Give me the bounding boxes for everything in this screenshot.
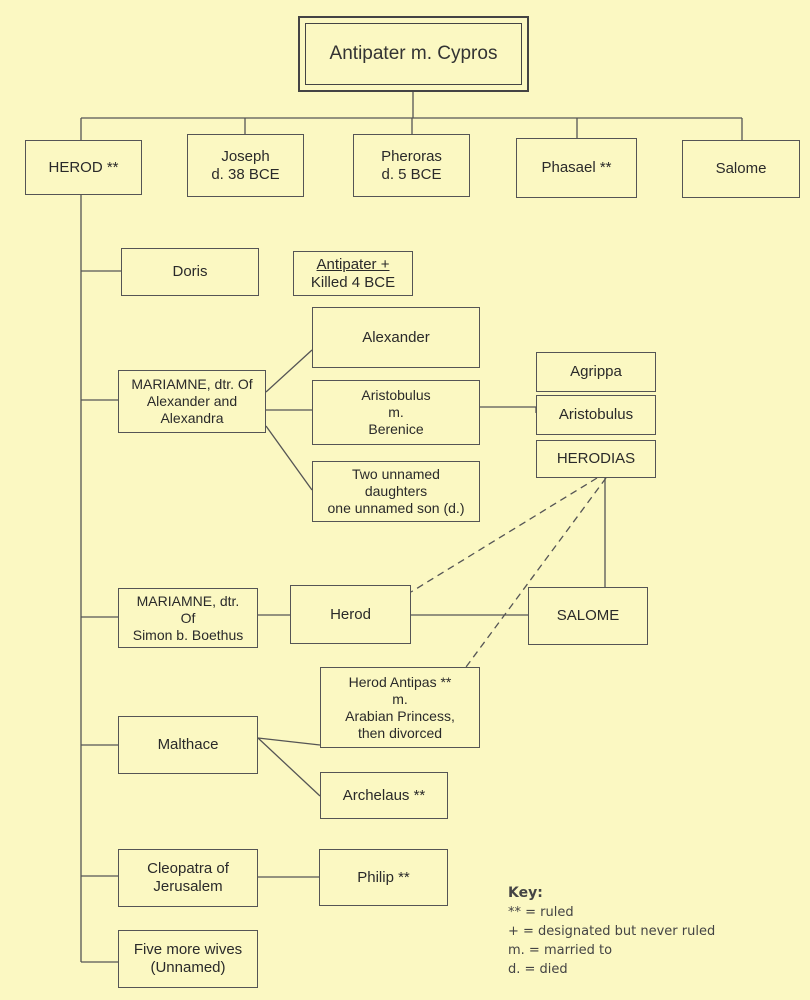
node-philip-label: Philip ** — [357, 868, 410, 886]
node-salome-sister-label: Salome — [715, 160, 767, 177]
node-alexander: Alexander — [312, 307, 480, 368]
node-five-wives: Five more wives(Unnamed) — [118, 930, 258, 988]
node-unnamed-children-line1: Two unnamed — [352, 466, 440, 482]
node-doris-label: Doris — [172, 263, 208, 280]
node-agrippa-label: Agrippa — [570, 363, 622, 380]
root-node: Antipater m. Cypros — [298, 16, 529, 92]
node-herod-antipas-line3: Arabian Princess, — [345, 707, 455, 724]
node-cleopatra-line2: Jerusalem — [153, 878, 223, 895]
node-mariamne-2-line3: Simon b. Boethus — [132, 626, 244, 643]
node-aristobulus-grandson-label: Aristobulus — [558, 406, 634, 423]
node-malthace-label: Malthace — [157, 736, 219, 753]
node-herod-antipas-line2: m. — [392, 690, 408, 707]
node-pheroras-name: Pheroras — [381, 147, 442, 165]
legend-key: Key: ** = ruled + = designated but never… — [508, 884, 715, 979]
node-herodias-label: HERODIAS — [556, 450, 636, 467]
node-herod-son-label: Herod — [330, 605, 371, 623]
node-mariamne-2-line2: Of — [180, 609, 196, 626]
node-aristobulus-grandson: Aristobulus — [536, 395, 656, 435]
node-herod-antipas: Herod Antipas **m.Arabian Princess,then … — [320, 667, 480, 748]
node-archelaus-label: Archelaus ** — [342, 786, 426, 804]
node-unnamed-children-line3: one unnamed son (d.) — [327, 500, 465, 516]
node-archelaus: Archelaus ** — [320, 772, 448, 819]
root-node-label: Antipater m. Cypros — [305, 23, 522, 85]
node-unnamed-children-line2: daughters — [364, 483, 428, 499]
node-herod-son: Herod — [290, 585, 411, 644]
node-agrippa: Agrippa — [536, 352, 656, 392]
node-philip: Philip ** — [319, 849, 448, 906]
node-mariamne-1-line1: MARIAMNE, dtr. Of — [131, 376, 253, 392]
legend-key-item-married: m. = married to — [508, 943, 613, 958]
node-joseph-death: d. 38 BCE — [211, 165, 280, 183]
node-antipater-son-name: Antipater + — [316, 255, 390, 273]
node-herod-label: HEROD ** — [48, 158, 119, 176]
node-salome-granddaughter: SALOME — [528, 587, 648, 645]
node-salome-granddaughter-label: SALOME — [556, 607, 620, 624]
node-aristobulus-line3: Berenice — [368, 421, 424, 437]
node-aristobulus-line2: m. — [388, 404, 404, 420]
node-herodias: HERODIAS — [536, 440, 656, 478]
legend-key-item-designated: + = designated but never ruled — [508, 924, 716, 939]
node-joseph-name: Joseph — [221, 147, 270, 165]
node-mariamne-2-line1: MARIAMNE, dtr. — [136, 592, 240, 609]
legend-key-title: Key: — [508, 885, 543, 901]
node-antipater-son-death: Killed 4 BCE — [310, 273, 396, 291]
legend-key-item-died: d. = died — [508, 962, 568, 977]
node-mariamne-1-line3: Alexandra — [160, 410, 224, 426]
node-cleopatra-line1: Cleopatra of — [147, 860, 229, 877]
node-pheroras-death: d. 5 BCE — [381, 165, 442, 183]
node-antipater-son: Antipater +Killed 4 BCE — [293, 251, 413, 296]
node-herod: HEROD ** — [25, 140, 142, 195]
node-alexander-label: Alexander — [362, 328, 430, 346]
node-mariamne-1-line2: Alexander and — [146, 393, 238, 409]
node-herod-antipas-line4: then divorced — [357, 724, 443, 741]
node-herod-antipas-line1: Herod Antipas ** — [348, 673, 452, 690]
node-phasael: Phasael ** — [516, 138, 637, 198]
node-malthace: Malthace — [118, 716, 258, 774]
node-doris: Doris — [121, 248, 259, 296]
node-five-wives-line1: Five more wives — [133, 941, 243, 958]
node-phasael-label: Phasael ** — [541, 159, 612, 176]
node-five-wives-line2: (Unnamed) — [150, 959, 226, 976]
node-aristobulus-line1: Aristobulus — [361, 387, 431, 403]
legend-key-item-ruled: ** = ruled — [508, 905, 574, 920]
node-salome-sister: Salome — [682, 140, 800, 198]
